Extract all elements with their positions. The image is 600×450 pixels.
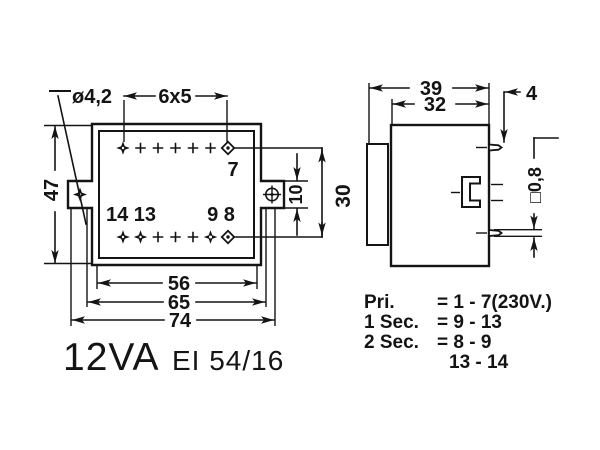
dim-depth-39-label: 39 [420, 78, 442, 100]
dim-pin-row-spacing-label: 30 [332, 184, 355, 207]
front-view: ø4,2 6x5 47 7 14 13 9 8 10 [41, 86, 355, 332]
side-view-flange [366, 143, 389, 246]
dim-width-65-label: 65 [168, 292, 190, 314]
core-type-title: EI 54/16 [172, 345, 284, 376]
pin-row-top [116, 140, 236, 156]
connection-row-value-sec1: = 9 - 13 [437, 312, 502, 333]
dimension-depth-32: 32 [391, 94, 489, 124]
dim-depth-32-label: 32 [424, 94, 446, 116]
connection-row-value-pri: = 1 - 7(230V.) [437, 292, 552, 313]
dimension-pin-square: □0,8 [494, 137, 559, 258]
dimension-width-74: 74 [70, 209, 276, 332]
dimension-pin-pitch: 6x5 [123, 86, 228, 142]
side-pin-bottom [476, 229, 504, 237]
pin-row-bottom [116, 229, 236, 245]
pin-7-label: 7 [227, 159, 238, 181]
pin-9-8-label: 9 8 [207, 204, 235, 226]
side-mounting-clip [451, 176, 503, 208]
dim-pin-pitch-label: 6x5 [158, 86, 191, 108]
connection-row-label-sec1: 1 Sec. [364, 312, 419, 333]
front-view-outline [66, 122, 286, 267]
connection-row-label-sec2: 2 Sec. [364, 332, 419, 353]
dim-width-74-label: 74 [169, 310, 192, 332]
side-view-body [389, 123, 491, 268]
front-view-inner-outline [98, 130, 255, 259]
dim-height-label: 47 [41, 179, 63, 201]
side-view: 39 32 4 □0,8 [366, 78, 559, 268]
mounting-hole-right [263, 185, 281, 204]
connection-row-value-sec2b: 13 - 14 [449, 352, 509, 373]
dimension-ear-height: 10 [285, 153, 308, 236]
dimension-pin-length: 4 [500, 83, 538, 143]
dimension-width-65: 65 [86, 209, 267, 314]
dim-hole-diameter-label: ø4,2 [72, 86, 112, 108]
power-rating-title: 12VA [63, 336, 160, 379]
dim-pin-square-label: □0,8 [525, 167, 545, 203]
connection-row-label-pri: Pri. [364, 292, 395, 313]
dim-ear-height-label: 10 [286, 184, 306, 204]
dimension-depth-39: 39 [368, 78, 490, 143]
dimension-width-56: 56 [96, 266, 258, 295]
dim-width-56-label: 56 [168, 273, 190, 295]
dimension-pin-row-spacing: 30 [233, 147, 355, 238]
pin-14-13-label: 14 13 [106, 204, 156, 226]
dimension-hole-diameter: ø4,2 [49, 86, 112, 225]
side-pin-top [476, 143, 504, 152]
dim-pin-length-label: 4 [526, 83, 538, 105]
connection-row-value-sec2: = 8 - 9 [437, 332, 491, 353]
connection-table: Pri. = 1 - 7(230V.) 1 Sec. = 9 - 13 2 Se… [364, 292, 552, 373]
dimension-height: 47 [41, 124, 91, 265]
